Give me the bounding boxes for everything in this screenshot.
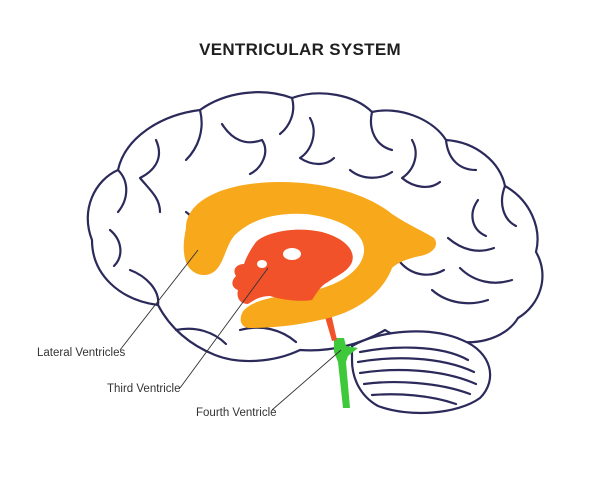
- label-third-ventricle: Third Ventricle: [107, 383, 181, 395]
- sulcus: [348, 168, 394, 179]
- leader-line-fourth: [271, 349, 342, 411]
- cerebellum-outline: [350, 330, 492, 415]
- sulcus: [369, 110, 394, 152]
- sulcus: [238, 326, 298, 344]
- diagram-title: VENTRICULAR SYSTEM: [199, 40, 401, 59]
- leader-lines: [119, 249, 342, 411]
- cerebellum-fold: [370, 393, 458, 406]
- cerebellum-fold: [358, 368, 478, 386]
- lateral-ventricles: [183, 182, 437, 328]
- sulcus: [298, 116, 336, 166]
- label-lateral-ventricles: Lateral Ventricles: [37, 347, 125, 359]
- sulcus: [471, 198, 488, 238]
- sulcus: [138, 138, 162, 214]
- sulcus: [174, 327, 228, 346]
- cerebellum-fold: [356, 357, 476, 374]
- sulcus: [400, 138, 442, 188]
- sulcus: [116, 168, 128, 214]
- third-ventricle: [232, 229, 353, 304]
- sulcus: [184, 108, 203, 162]
- sulcus: [446, 236, 496, 252]
- cerebellum-fold: [358, 346, 470, 362]
- sulcus: [458, 266, 514, 284]
- sulcus: [500, 184, 518, 228]
- sulcus: [108, 228, 122, 268]
- sulcus: [278, 96, 295, 136]
- cerebellum-fold: [362, 381, 472, 396]
- fourth-ventricle: [334, 338, 358, 408]
- leader-line-lateral: [119, 249, 199, 351]
- sulcus: [398, 260, 446, 276]
- label-fourth-ventricle: Fourth Ventricle: [196, 407, 277, 419]
- leader-line-third: [179, 267, 269, 389]
- sulcus: [444, 138, 478, 172]
- sulcus: [220, 122, 267, 176]
- brain-outline: [86, 91, 544, 415]
- sulcus: [430, 288, 490, 305]
- third-ventricle-holes: [257, 248, 301, 268]
